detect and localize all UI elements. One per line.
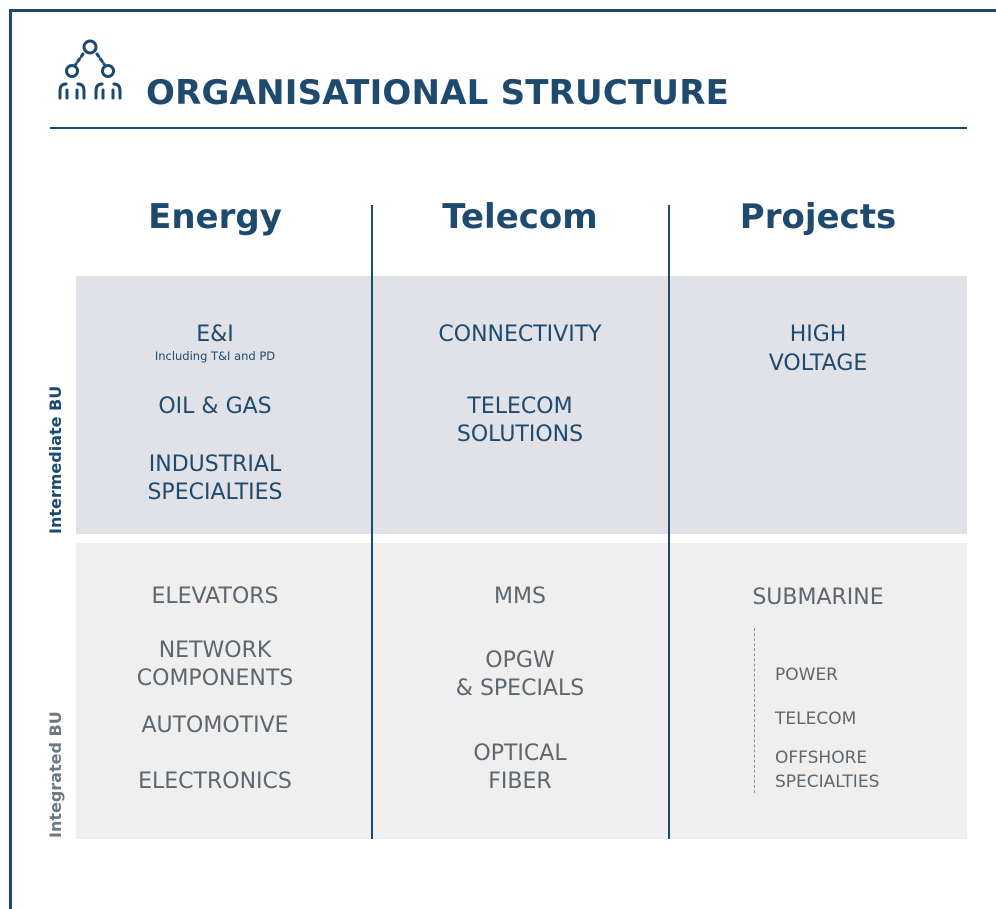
column-divider-1 [371, 205, 373, 839]
bu-electronics: ELECTRONICS [138, 769, 292, 794]
bu-high-voltage-line2: VOLTAGE [768, 351, 868, 376]
column-divider-2 [668, 205, 670, 839]
bu-network-line1: NETWORK [158, 638, 272, 663]
integrated-bu-band [76, 543, 967, 839]
bu-high-voltage-line1: HIGH [789, 322, 847, 347]
sub-item-power: POWER [775, 665, 838, 685]
bu-automotive: AUTOMOTIVE [141, 713, 289, 738]
column-header-telecom: Telecom [442, 197, 598, 237]
bu-elevators: ELEVATORS [151, 584, 279, 609]
column-header-projects: Projects [739, 197, 897, 237]
submarine-branch-line [754, 628, 755, 793]
bu-optical-line1: OPTICAL [473, 741, 567, 766]
bu-industrial-line1: INDUSTRIAL [148, 452, 282, 477]
bu-submarine: SUBMARINE [752, 585, 884, 610]
column-header-energy: Energy [148, 197, 282, 237]
bu-telecom-solutions-line1: TELECOM [467, 394, 573, 419]
sub-item-telecom: TELECOM [775, 709, 857, 729]
title-divider [50, 127, 967, 129]
bu-telecom-solutions-line2: SOLUTIONS [456, 422, 584, 447]
bu-optical-line2: FIBER [488, 769, 552, 794]
sub-item-offshore-line2: SPECIALTIES [775, 772, 880, 792]
bu-network-line2: COMPONENTS [136, 666, 294, 691]
bu-oil-gas: OIL & GAS [158, 394, 272, 419]
bu-mms: MMS [494, 584, 546, 609]
bu-ei: E&I [196, 322, 234, 347]
bu-opgw-line1: OPGW [485, 648, 555, 673]
bu-industrial-line2: SPECIALTIES [147, 480, 283, 505]
row-label-intermediate: Intermediate BU [46, 385, 65, 534]
page-frame [9, 9, 996, 909]
people-hierarchy-icon [58, 39, 122, 100]
intermediate-bu-band [76, 276, 967, 534]
row-label-integrated: Integrated BU [46, 711, 65, 838]
bu-connectivity: CONNECTIVITY [438, 322, 602, 347]
page-title: ORGANISATIONAL STRUCTURE [146, 73, 730, 113]
bu-opgw-line2: & SPECIALS [455, 676, 585, 701]
sub-item-offshore-line1: OFFSHORE [775, 748, 868, 768]
bu-ei-note: Including T&I and PD [154, 349, 276, 363]
